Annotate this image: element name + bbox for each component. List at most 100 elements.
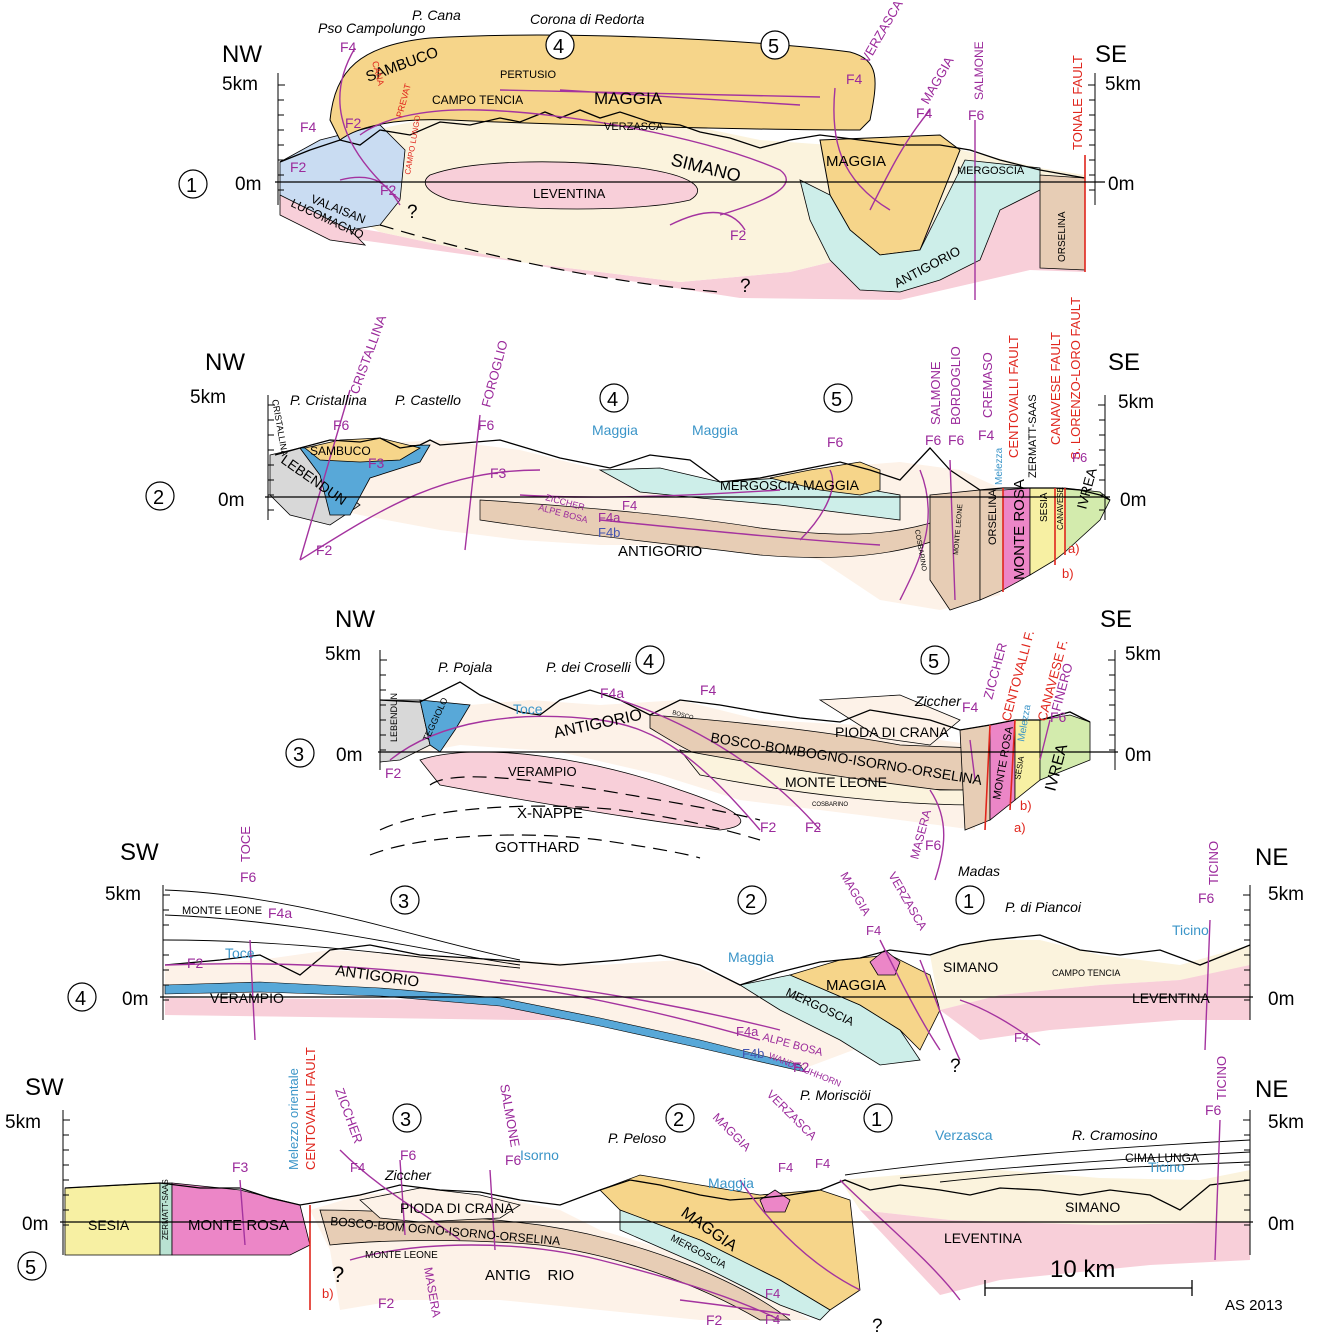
s4-marker-2: 2 [745,891,756,913]
s5-monte-rosa: MONTE ROSA [188,1217,289,1234]
section-2 [270,390,1110,610]
s3-marker-4: 4 [643,651,654,673]
s2-salmone: SALMONE [928,361,943,425]
s3-0m-left: 0m [336,745,362,766]
s5-f4m: F4 [778,1160,793,1175]
s3-5km-right: 5km [1125,644,1161,665]
s5-marker-1: 1 [871,1109,882,1131]
s4-f4a: F4a [268,905,292,921]
s5-monte-leone: MONTE LEONE [365,1250,438,1261]
s3-peak-croselli: P. dei Croselli [546,659,631,675]
s5-peak-ziccher: Ziccher [384,1167,432,1183]
s1-maggia-lower: MAGGIA [826,153,886,170]
s2-marker-4: 4 [607,389,618,411]
s5-zermatt: ZERMATT-SAAS [161,1179,170,1240]
s1-5km-right: 5km [1105,74,1141,95]
s1-salmone: SALMONE [972,41,986,100]
s1-mergoscia: MERGOSCIA [957,165,1025,177]
s2-f6m: F6 [827,434,844,450]
s1-number: 1 [186,175,197,197]
s5-pioda: PIODA DI CRANA [400,1200,514,1216]
s1-verzasca-axis: VERZASCA [858,0,906,65]
s2-peak-castello: P. Castello [395,392,461,408]
s5-sesia: SESIA [88,1217,130,1233]
s3-0m-right: 0m [1125,745,1151,766]
s3-se: SE [1100,606,1132,633]
s2-cremaso: CREMASO [980,352,995,418]
s2-0m-right: 0m [1120,490,1146,511]
s5-0m-left: 0m [22,1214,48,1235]
s1-orselina: ORSELINA [1057,211,1068,262]
s3-f2c: F2 [805,819,822,835]
s2-orselina: ORSELINA [987,489,999,545]
s4-campo-tencia: CAMPO TENCIA [1052,968,1120,978]
s3-fault-a: a) [1014,820,1026,835]
s3-peak-ziccher: Ziccher [914,693,962,709]
s2-cristallina-unit: CRISTALLINA [270,399,290,457]
s1-f2b: F2 [290,159,307,175]
s3-f4z: F4 [962,699,979,715]
s3-fault-b: b) [1020,798,1032,813]
s5-antigorio: ANTIG RIO [485,1267,574,1284]
s2-canavese: CANAVESE [1056,487,1065,530]
s2-f2: F2 [316,542,333,558]
s2-river-maggia1: Maggia [592,422,638,438]
s2-monte-rosa: MONTE ROSA [1011,479,1028,580]
s5-f6a: F6 [400,1147,417,1163]
s5-peak-cramosino: R. Cramosino [1072,1127,1158,1143]
s5-sw: SW [25,1074,64,1101]
s2-f6s: F6 [925,432,942,448]
s1-f4b: F4 [300,119,317,135]
s2-se: SE [1108,349,1140,376]
s1-f2d: F2 [380,182,397,198]
s5-fault-b: b) [322,1286,334,1301]
s5-q2: ? [872,1316,883,1334]
s4-f4b: F4b [742,1046,764,1061]
s4-toce-axis: TOCE [238,826,253,862]
s2-foroglio: FOROGLIO [478,339,510,409]
s1-campo-tencia: CAMPO TENCIA [432,93,523,107]
s5-5km-left: 5km [5,1112,41,1133]
s1-q1: ? [407,202,418,223]
s2-number: 2 [153,487,164,509]
s2-5km-left: 5km [190,387,226,408]
s4-river-toce: Toce [225,945,255,961]
s2-f6c: F6 [333,417,350,433]
s5-centovalli: CENTOVALLI FAULT [303,1047,318,1170]
s2-antigorio: ANTIGORIO [618,543,702,560]
s4-monte-leone: MONTE LEONE [182,905,262,917]
s1-marker-4: 4 [553,36,564,58]
s4-river-ticino: Ticino [1172,922,1209,938]
s3-nw: NW [335,606,375,633]
s1-peak-pso: Pso Campolungo [318,20,426,36]
s4-peak-piancoi: P. di Piancoi [1005,899,1082,915]
s5-simano: SIMANO [1065,1199,1120,1215]
s4-verampio: VERAMPIO [210,990,284,1006]
s1-5km-left: 5km [222,74,258,95]
s4-f6t: F6 [240,869,257,885]
s2-f4b: F4b [598,525,620,540]
s5-peak-moriscioi: P. Morisciöi [800,1087,871,1103]
s4-labels: SW NE 5km 5km 0m 0m 4 3 2 1 Madas P. di … [68,826,1304,1089]
s5-0m-right: 0m [1268,1214,1294,1235]
s4-5km-right: 5km [1268,884,1304,905]
s3-5km-left: 5km [325,644,361,665]
s4-f4a2: F4a [736,1024,759,1039]
s4-verzasca-axis: VERZASCA [885,870,929,933]
s3-xnappe: X-NAPPE [517,805,583,822]
s2-5km-right: 5km [1118,392,1154,413]
s5-leventina: LEVENTINA [944,1230,1022,1246]
s5-river-isorno: Isorno [520,1147,559,1163]
s5-marker-3: 3 [400,1109,411,1131]
s1-f4m: F4 [916,105,933,121]
s5-river-melezzo: Melezzo orientale [286,1068,301,1170]
s1-f4a: F4 [340,39,357,55]
s2-zermatt: ZERMATT-SAAS [1027,394,1039,478]
scale-bar-label: 10 km [1050,1256,1115,1283]
s3-f2: F2 [385,765,402,781]
s2-mergoscia: MERGOSCIA [720,478,800,493]
s1-0m-right: 0m [1108,174,1134,195]
s5-ticino-axis: TICINO [1214,1056,1229,1100]
s5-f4b: F4 [765,1312,780,1327]
